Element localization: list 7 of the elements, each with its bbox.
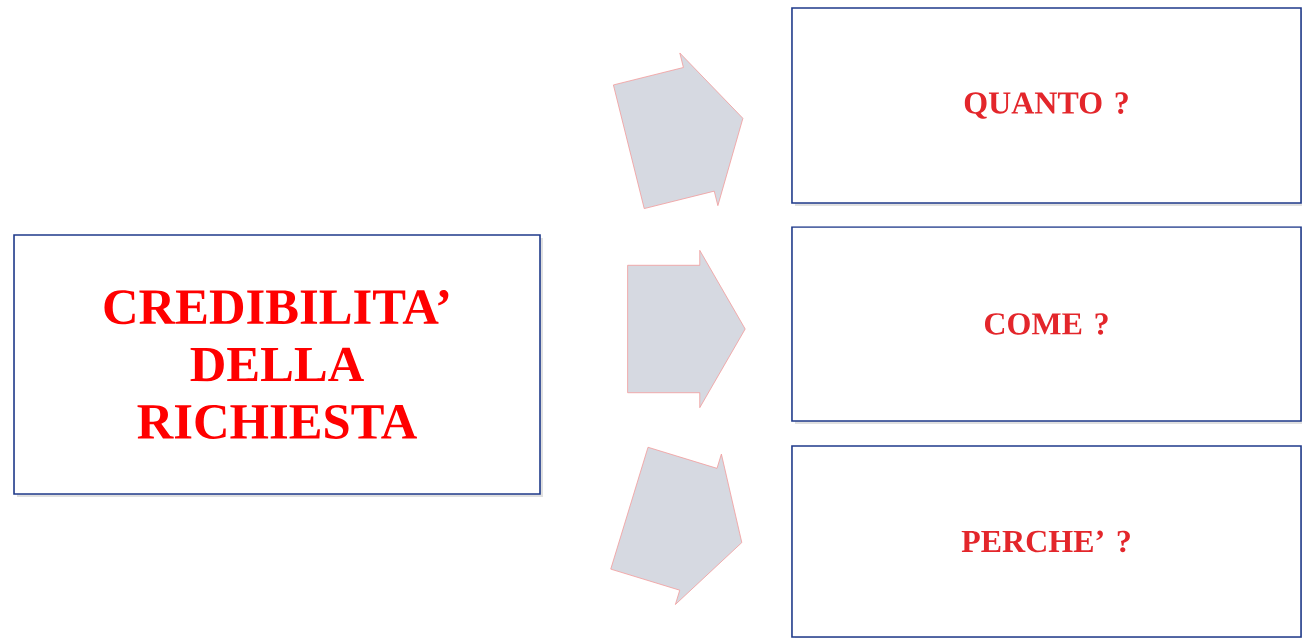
text-box: CREDIBILITA’ DELLA RICHIESTA (13, 234, 541, 495)
text-box: QUANTO ? (791, 7, 1302, 204)
block-arrow (613, 52, 744, 209)
text-box: COME ? (791, 226, 1302, 422)
text-box: PERCHE’ ? (791, 445, 1302, 638)
block-arrow (610, 446, 743, 605)
block-arrow (627, 249, 746, 409)
